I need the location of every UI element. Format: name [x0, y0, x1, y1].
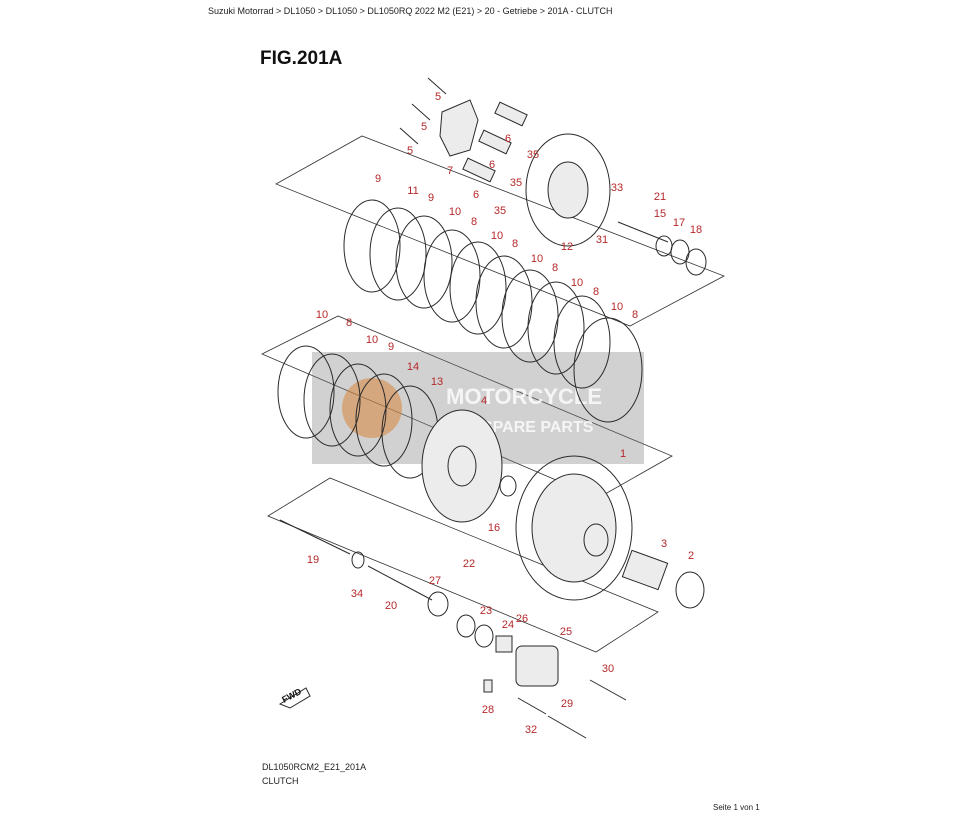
- callout-35: 35: [494, 205, 506, 217]
- cover-plate: [439, 99, 479, 157]
- bearing-27: [427, 591, 449, 617]
- callout-9: 9: [375, 173, 381, 185]
- clutch-plates-top: [343, 199, 643, 423]
- callout-10: 10: [449, 206, 461, 218]
- callout-33: 33: [611, 182, 623, 194]
- bolt-3: [399, 127, 419, 145]
- page-indicator: Seite 1 von 1: [713, 803, 760, 812]
- needle-bearing: [621, 549, 669, 591]
- callout-11: 11: [407, 185, 418, 197]
- bolt-1: [427, 77, 447, 95]
- release-mechanism: [278, 519, 627, 739]
- callout-24: 24: [502, 619, 514, 631]
- callout-27: 27: [429, 575, 441, 587]
- callout-6: 6: [473, 189, 479, 201]
- callout-8: 8: [552, 262, 558, 274]
- callout-15: 15: [654, 208, 666, 220]
- callout-8: 8: [346, 317, 352, 329]
- push-rod: [617, 221, 669, 243]
- watermark: MOTORCYCLE SPARE PARTS: [312, 352, 644, 464]
- callout-1: 1: [620, 448, 626, 460]
- callout-34: 34: [351, 588, 363, 600]
- breadcrumb[interactable]: Suzuki Motorrad > DL1050 > DL1050 > DL10…: [208, 6, 613, 16]
- callout-25: 25: [560, 626, 572, 638]
- callout-14: 14: [407, 361, 419, 373]
- callout-13: 13: [431, 376, 443, 388]
- washer-16: [499, 475, 517, 497]
- callout-10: 10: [366, 334, 378, 346]
- callout-35: 35: [527, 149, 539, 161]
- callout-10: 10: [491, 230, 503, 242]
- callout-28: 28: [482, 704, 494, 716]
- callout-30: 30: [602, 663, 614, 675]
- spring-24: [495, 635, 513, 653]
- bolt-30: [589, 679, 627, 701]
- callout-9: 9: [388, 341, 394, 353]
- callout-17: 17: [673, 217, 685, 229]
- callout-12: 12: [561, 241, 573, 253]
- callout-labels: 5557666353535123321311517189119108108108…: [307, 91, 702, 736]
- callout-18: 18: [690, 224, 702, 236]
- callout-9: 9: [428, 192, 434, 204]
- callout-31: 31: [596, 234, 608, 246]
- rod-19: [279, 519, 351, 555]
- washer-18: [685, 248, 707, 276]
- callout-22: 22: [463, 558, 475, 570]
- callout-16: 16: [488, 522, 500, 534]
- top-frame: [275, 135, 725, 327]
- fwd-arrow: [278, 687, 311, 709]
- callout-7: 7: [447, 165, 453, 177]
- clutch-sleeve-hub: [421, 409, 503, 523]
- piston-23: [456, 614, 476, 638]
- figure-code: DL1050RCM2_E21_201A: [262, 762, 367, 772]
- pressure-plate: [525, 133, 611, 247]
- pin-28: [483, 679, 493, 693]
- callout-29: 29: [561, 698, 573, 710]
- clutch-plates-middle: [277, 345, 503, 523]
- callout-8: 8: [471, 216, 477, 228]
- bolt-2: [411, 103, 431, 121]
- pin-32: [517, 697, 547, 715]
- spacer-2: [675, 571, 705, 609]
- pressure-plate-group: [399, 77, 707, 276]
- callout-10: 10: [571, 277, 583, 289]
- springs: [462, 101, 528, 183]
- callout-35: 35: [510, 177, 522, 189]
- callout-5: 5: [421, 121, 427, 133]
- figure-title: FIG.201A: [260, 48, 343, 69]
- bottom-frame: [267, 477, 659, 653]
- callout-10: 10: [531, 253, 543, 265]
- rod-20: [367, 565, 433, 601]
- callout-26: 26: [516, 613, 528, 625]
- callout-2: 2: [688, 550, 694, 562]
- bearing-34: [351, 551, 365, 569]
- callout-4: 4: [481, 395, 487, 407]
- callout-19: 19: [307, 554, 319, 566]
- bolt-29: [547, 715, 587, 739]
- callout-8: 8: [632, 309, 638, 321]
- watermark-line-2: SPARE PARTS: [482, 419, 594, 436]
- callout-10: 10: [316, 309, 328, 321]
- callout-6: 6: [505, 133, 511, 145]
- release-cylinder: [515, 645, 559, 687]
- callout-10: 10: [611, 301, 623, 313]
- callout-5: 5: [407, 145, 413, 157]
- callout-6: 6: [489, 159, 495, 171]
- callout-32: 32: [525, 724, 537, 736]
- figure-name: CLUTCH: [262, 776, 299, 786]
- callout-8: 8: [593, 286, 599, 298]
- callout-8: 8: [512, 238, 518, 250]
- callout-21: 21: [654, 191, 666, 203]
- clutch-housing: [499, 455, 705, 609]
- callout-20: 20: [385, 600, 397, 612]
- callout-5: 5: [435, 91, 441, 103]
- callout-3: 3: [661, 538, 667, 550]
- callout-23: 23: [480, 605, 492, 617]
